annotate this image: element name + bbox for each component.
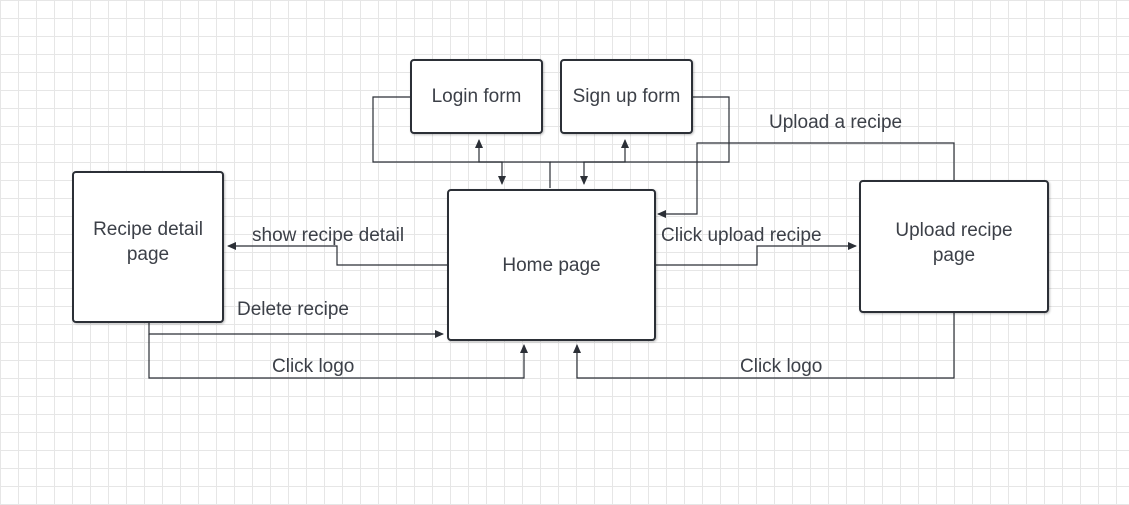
signup-form-node[interactable]: Sign up form [560,59,693,134]
edge-label-click-upload-recipe: Click upload recipe [661,225,822,246]
edge-label-click-logo-left: Click logo [272,356,355,377]
edge-detail-logo-to-home [148,334,528,379]
edge-home-to-signup [550,139,629,163]
edge-label-delete-recipe: Delete recipe [237,299,349,320]
edge-login-to-home [372,96,506,185]
edge-label-click-logo-right: Click logo [740,356,823,377]
recipe-detail-page-node[interactable]: Recipe detail page [72,171,224,323]
login-form-node[interactable]: Login form [410,59,543,134]
recipe-detail-page-label: Recipe detail page [93,219,203,265]
edge-home-to-upload [655,242,857,266]
edge-home-to-detail [227,242,447,266]
edge-home-to-login [475,139,551,188]
home-page-label: Home page [502,254,601,276]
signup-form-label: Sign up form [572,86,681,107]
upload-recipe-page-node[interactable]: Upload recipe page [859,180,1049,313]
home-page-node[interactable]: Home page [447,189,656,341]
edge-label-show-recipe-detail: show recipe detail [252,225,405,246]
edge-upload-to-home [657,142,955,218]
edge-detail-delete-to-home [148,322,444,338]
login-form-label: Login form [431,86,522,107]
edge-upload-logo-to-home [573,313,955,379]
edge-signup-to-home [580,96,730,185]
upload-recipe-page-label: Upload recipe page [895,220,1013,266]
edge-label-upload-a-recipe: Upload a recipe [769,112,903,133]
